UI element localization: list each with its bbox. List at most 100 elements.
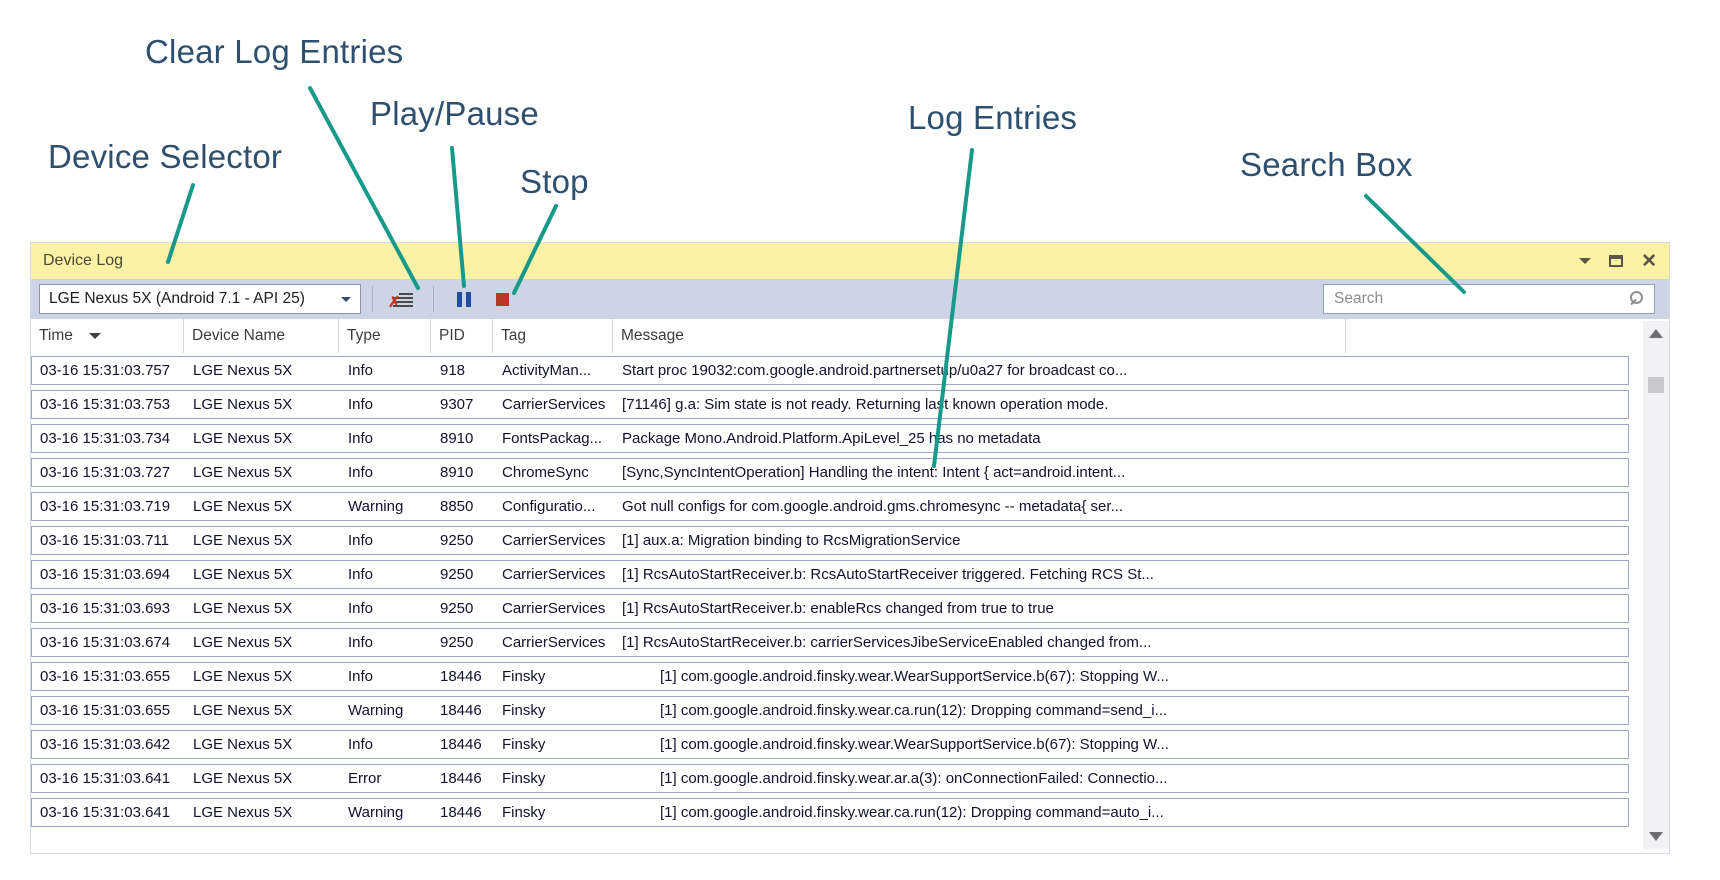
log-cell-msg: [Sync,SyncIntentOperation] Handling the … bbox=[622, 464, 1126, 481]
pause-icon bbox=[457, 291, 471, 307]
log-cell-msg: [71146] g.a: Sim state is not ready. Ret… bbox=[622, 396, 1109, 413]
log-cell-type: Info bbox=[348, 668, 374, 685]
log-cell-pid: 18446 bbox=[440, 702, 482, 719]
search-icon[interactable] bbox=[1628, 291, 1644, 307]
device-log-window: Device Log ✕ LGE Nexus 5X (Android 7.1 -… bbox=[30, 242, 1670, 854]
device-selector-dropdown[interactable]: LGE Nexus 5X (Android 7.1 - API 25) bbox=[39, 284, 361, 314]
log-cell-msg: Package Mono.Android.Platform.ApiLevel_2… bbox=[622, 430, 1041, 447]
log-cell-time: 03-16 15:31:03.655 bbox=[40, 668, 171, 685]
log-cell-msg: [1] com.google.android.finsky.wear.ar.a(… bbox=[660, 770, 1168, 787]
log-cell-tag: Finsky bbox=[502, 804, 546, 821]
log-cell-device: LGE Nexus 5X bbox=[193, 736, 293, 753]
log-cell-tag: Finsky bbox=[502, 702, 546, 719]
log-cell-device: LGE Nexus 5X bbox=[193, 770, 293, 787]
annotation-log-entries: Log Entries bbox=[908, 99, 1078, 136]
scroll-down-icon[interactable] bbox=[1649, 832, 1663, 841]
log-cell-pid: 18446 bbox=[440, 736, 482, 753]
log-cell-msg: Start proc 19032:com.google.android.part… bbox=[622, 362, 1128, 379]
log-cell-device: LGE Nexus 5X bbox=[193, 396, 293, 413]
column-header-device-name[interactable]: Device Name bbox=[184, 319, 339, 353]
log-cell-pid: 9250 bbox=[440, 532, 474, 549]
column-header-tag[interactable]: Tag bbox=[493, 319, 613, 353]
column-header-type[interactable]: Type bbox=[339, 319, 431, 353]
log-cell-device: LGE Nexus 5X bbox=[193, 532, 293, 549]
log-cell-msg: [1] RcsAutoStartReceiver.b: enableRcs ch… bbox=[622, 600, 1054, 617]
log-table-header: Time Device Name Type PID Tag Message bbox=[31, 319, 1629, 353]
log-cell-time: 03-16 15:31:03.674 bbox=[40, 634, 171, 651]
clear-log-entries-button[interactable]: ✗ bbox=[388, 285, 417, 313]
annotation-search-box: Search Box bbox=[1240, 146, 1413, 183]
log-cell-time: 03-16 15:31:03.642 bbox=[40, 736, 171, 753]
log-cell-type: Error bbox=[348, 770, 382, 787]
log-cell-tag: Finsky bbox=[502, 668, 546, 685]
log-cell-pid: 18446 bbox=[440, 804, 482, 821]
annotation-device-selector: Device Selector bbox=[48, 138, 283, 175]
annotation-play-pause: Play/Pause bbox=[370, 95, 539, 132]
log-cell-time: 03-16 15:31:03.757 bbox=[40, 362, 171, 379]
clear-log-entries-icon: ✗ bbox=[388, 291, 413, 311]
log-cell-msg: Got null configs for com.google.android.… bbox=[622, 498, 1124, 515]
log-cell-type: Warning bbox=[348, 498, 404, 515]
log-cell-device: LGE Nexus 5X bbox=[193, 702, 293, 719]
log-cell-pid: 9307 bbox=[440, 396, 474, 413]
device-selector-value: LGE Nexus 5X (Android 7.1 - API 25) bbox=[49, 290, 305, 307]
chevron-down-icon bbox=[341, 296, 351, 302]
close-icon[interactable]: ✕ bbox=[1641, 250, 1657, 272]
log-cell-type: Info bbox=[348, 464, 374, 481]
float-window-icon[interactable] bbox=[1609, 255, 1624, 267]
log-cell-pid: 9250 bbox=[440, 634, 474, 651]
column-header-time[interactable]: Time bbox=[31, 319, 184, 353]
log-cell-tag: CarrierServices bbox=[502, 396, 606, 413]
toolbar-separator bbox=[372, 286, 373, 312]
log-cell-type: Info bbox=[348, 736, 374, 753]
log-cell-type: Info bbox=[348, 600, 374, 617]
log-cell-tag: CarrierServices bbox=[502, 634, 606, 651]
column-header-pid[interactable]: PID bbox=[431, 319, 493, 353]
log-cell-device: LGE Nexus 5X bbox=[193, 362, 293, 379]
log-cell-device: LGE Nexus 5X bbox=[193, 600, 293, 617]
log-cell-tag: Configuratio... bbox=[502, 498, 596, 515]
scrollbar-thumb[interactable] bbox=[1648, 377, 1664, 393]
column-header-message[interactable]: Message bbox=[613, 319, 1346, 353]
annotation-stop: Stop bbox=[520, 163, 589, 200]
log-cell-device: LGE Nexus 5X bbox=[193, 430, 293, 447]
log-cell-time: 03-16 15:31:03.734 bbox=[40, 430, 171, 447]
sort-descending-icon bbox=[88, 333, 101, 339]
log-cell-device: LGE Nexus 5X bbox=[193, 566, 293, 583]
search-input[interactable] bbox=[1334, 290, 1628, 308]
stop-button[interactable] bbox=[488, 285, 516, 313]
log-cell-pid: 8910 bbox=[440, 430, 474, 447]
window-title: Device Log bbox=[43, 252, 124, 269]
log-cell-time: 03-16 15:31:03.693 bbox=[40, 600, 171, 617]
log-cell-msg: [1] com.google.android.finsky.wear.ca.ru… bbox=[660, 804, 1164, 821]
log-cell-type: Info bbox=[348, 566, 374, 583]
log-cell-device: LGE Nexus 5X bbox=[193, 498, 293, 515]
scroll-up-icon[interactable] bbox=[1649, 329, 1663, 338]
log-cell-tag: ChromeSync bbox=[502, 464, 589, 481]
play-pause-button[interactable] bbox=[450, 285, 478, 313]
log-cell-tag: CarrierServices bbox=[502, 532, 606, 549]
log-cell-pid: 918 bbox=[440, 362, 466, 379]
log-cell-tag: ActivityMan... bbox=[502, 362, 592, 379]
log-table: Time Device Name Type PID Tag Message 03… bbox=[31, 319, 1669, 853]
vertical-scrollbar[interactable] bbox=[1643, 321, 1669, 849]
window-menu-chevron-icon[interactable] bbox=[1579, 258, 1592, 264]
log-cell-type: Info bbox=[348, 430, 374, 447]
search-box bbox=[1323, 284, 1655, 314]
